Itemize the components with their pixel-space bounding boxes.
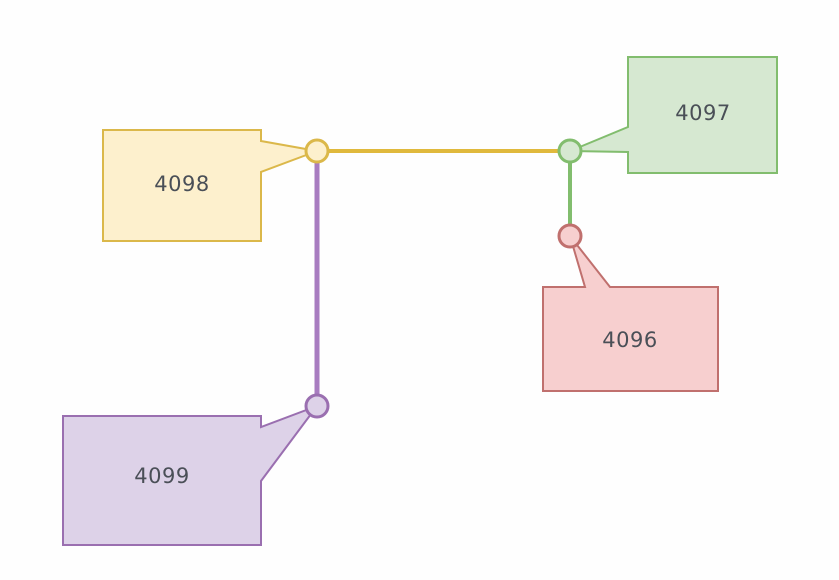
labels-layer: 4098 4097 4096 4099 — [134, 101, 730, 488]
callout-label-4099: 4099 — [134, 464, 189, 488]
callout-bubble-4099[interactable] — [62, 403, 320, 546]
callout-label-4098: 4098 — [154, 172, 209, 196]
callout-bubble-4098[interactable] — [102, 129, 321, 242]
callout-bubble-4097[interactable] — [569, 56, 778, 174]
callout-bubble-4096[interactable] — [542, 235, 719, 392]
edges-layer — [314, 149, 572, 406]
node-circle-4098[interactable] — [304, 138, 330, 164]
callouts-layer — [62, 56, 778, 546]
callout-label-4096: 4096 — [602, 328, 657, 352]
node-circle-4097[interactable] — [557, 138, 583, 164]
callout-label-4097: 4097 — [675, 101, 730, 125]
node-circle-4096[interactable] — [557, 223, 583, 249]
nodes-layer — [304, 138, 583, 419]
node-circle-4099[interactable] — [304, 393, 330, 419]
